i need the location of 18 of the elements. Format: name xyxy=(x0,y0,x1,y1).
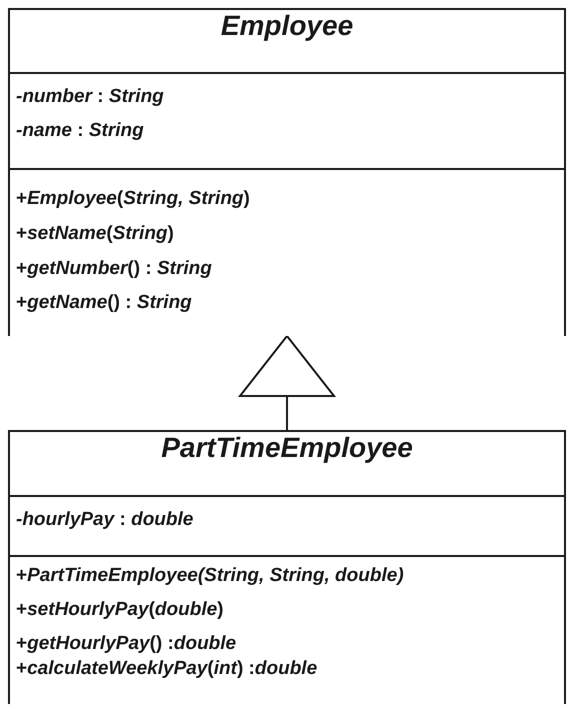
method-text: +getName() : String xyxy=(16,292,192,314)
method-text: +getNumber() : String xyxy=(16,258,212,280)
method-compartment xyxy=(10,555,564,704)
method-text: +setHourlyPay(double) xyxy=(16,599,224,621)
attribute-text: -number : String xyxy=(16,86,164,108)
method-text: +calculateWeeklyPay(int) :double xyxy=(16,658,318,680)
class-name: Employee xyxy=(220,10,354,42)
method-text: +Employee(String, String) xyxy=(16,188,250,210)
class-box xyxy=(8,8,566,336)
class-name: PartTimeEmployee xyxy=(160,432,414,464)
inheritance-arrow xyxy=(239,335,335,430)
method-compartment xyxy=(10,168,564,336)
class-box xyxy=(8,430,566,704)
attribute-text: -name : String xyxy=(16,120,144,142)
method-text: +setName(String) xyxy=(16,223,174,245)
method-text: +PartTimeEmployee(String, String, double) xyxy=(16,565,404,587)
method-text: +getHourlyPay() :double xyxy=(16,633,236,655)
attribute-text: -hourlyPay : double xyxy=(16,509,194,531)
